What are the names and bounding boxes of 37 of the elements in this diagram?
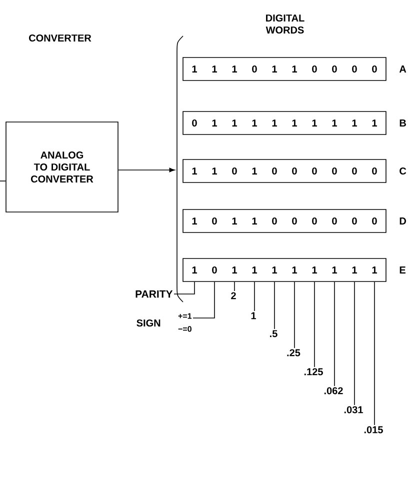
weight-label: .062 — [324, 387, 343, 394]
row-letter: B — [400, 120, 406, 126]
weight-label: .031 — [344, 406, 363, 414]
leader-line — [174, 282, 195, 294]
input-line — [0, 180, 6, 182]
word-box: 1 1 1 0 1 1 0 0 0 0 — [182, 57, 386, 81]
leader-line — [354, 282, 355, 406]
row-letter: A — [399, 66, 406, 72]
weight-label: .5 — [270, 330, 278, 338]
leader-line — [274, 282, 275, 330]
weight-label: .125 — [304, 368, 323, 376]
bit-label: SIGN — [136, 319, 160, 327]
weight-label: 2 — [231, 292, 236, 300]
row-letter: C — [400, 167, 406, 175]
leader-line — [294, 282, 295, 348]
bit-label: PARITY — [136, 290, 173, 298]
word-box: 1 0 1 1 1 1 1 1 1 1 — [182, 258, 386, 282]
heading: CONVERTER — [29, 34, 92, 42]
leader-line — [314, 282, 315, 368]
weight-label: 1 — [251, 312, 256, 320]
leader-line — [192, 282, 215, 318]
leader-line — [254, 282, 255, 312]
leader-line — [334, 282, 335, 386]
word-box: 1 0 1 1 0 0 0 0 0 0 — [182, 209, 386, 233]
bit-label: +=1 −=0 — [178, 313, 192, 332]
word-box: 1 1 0 1 0 0 0 0 0 0 — [182, 159, 386, 183]
word-box: 0 1 1 1 1 1 1 1 1 1 — [182, 111, 386, 135]
leader-line — [234, 282, 235, 292]
row-letter: D — [400, 218, 406, 224]
heading: DIGITAL WORDS — [266, 14, 304, 34]
weight-label: .25 — [287, 349, 300, 356]
leader-line — [374, 282, 375, 426]
row-letter: E — [400, 266, 406, 274]
weight-label: .015 — [364, 426, 383, 434]
converter-box: ANALOG TO DIGITAL CONVERTER — [6, 122, 118, 212]
bracket — [176, 36, 184, 302]
arrow — [118, 168, 175, 172]
